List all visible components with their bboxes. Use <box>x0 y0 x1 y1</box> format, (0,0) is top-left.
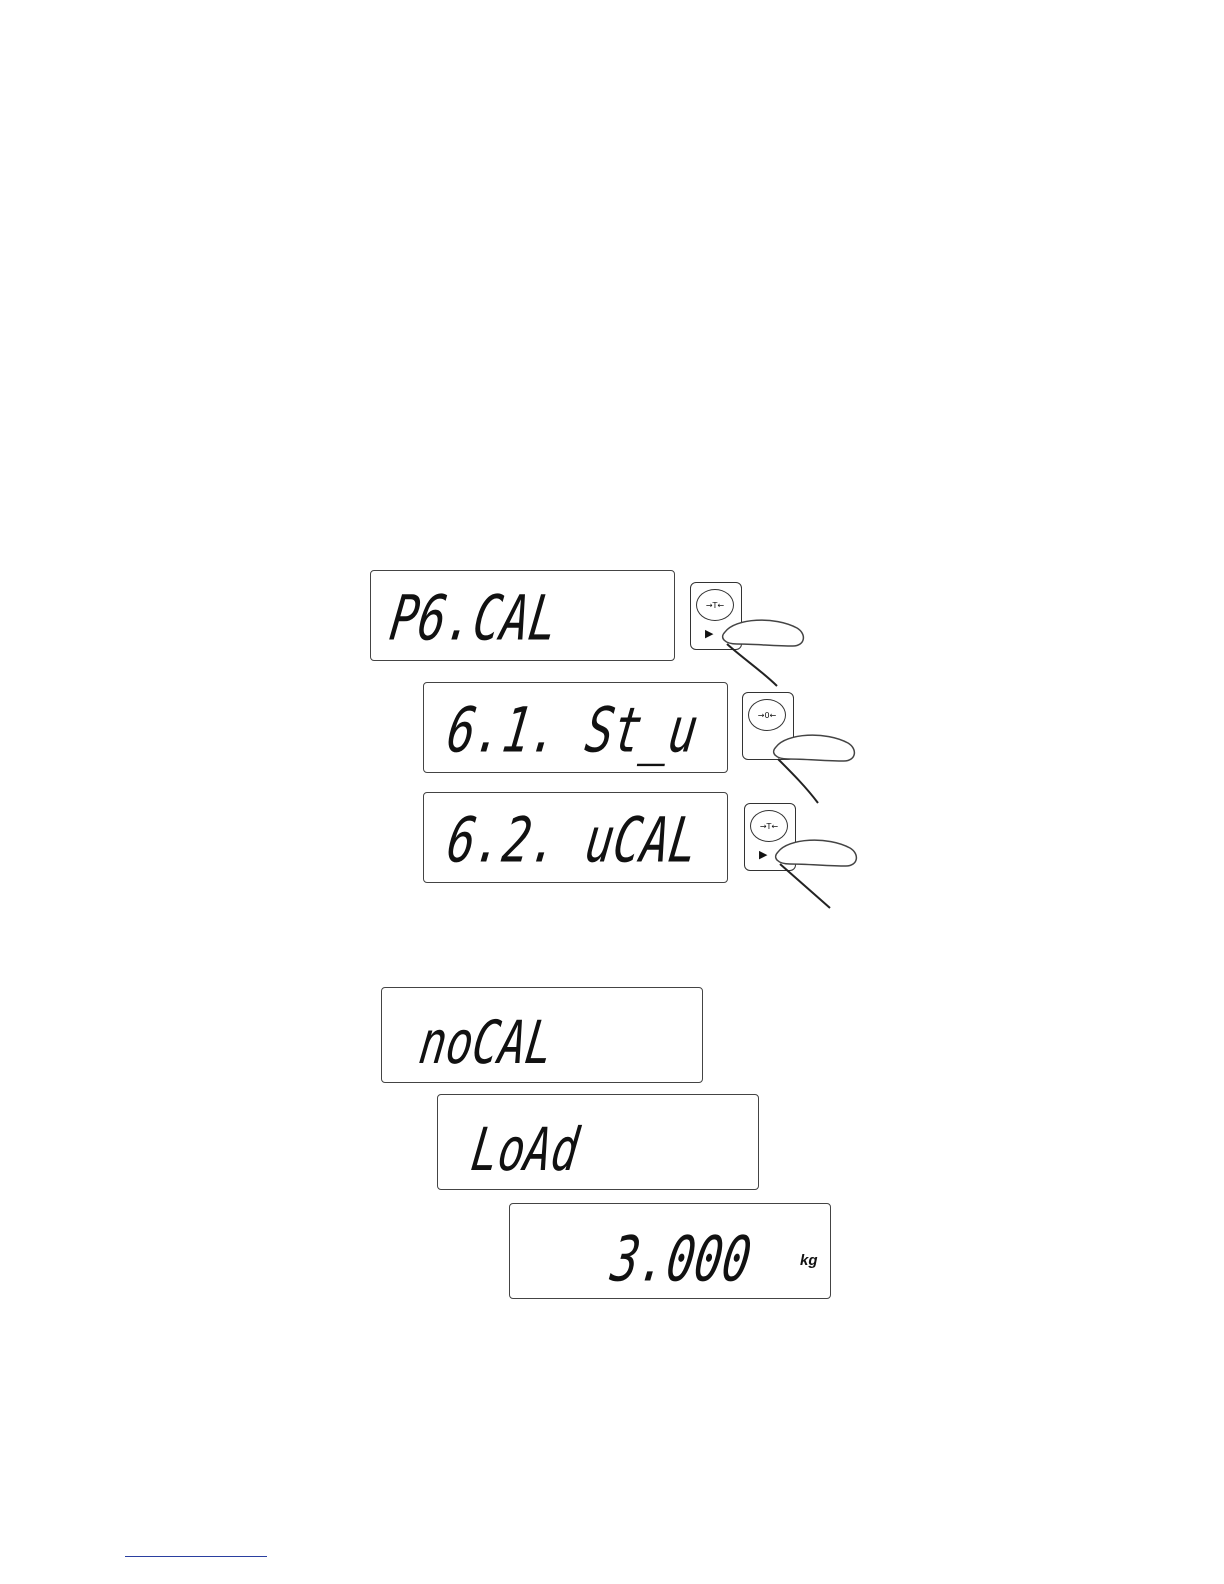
right-arrow-icon: ▶ <box>759 848 767 861</box>
lcd-display-load: LoAd <box>437 1094 759 1190</box>
lcd-display-mass: 3.000 kg <box>509 1203 831 1299</box>
display-text: 6.2. uCAL <box>444 809 702 871</box>
right-arrow-icon: ▶ <box>705 627 713 640</box>
display-text: noCAL <box>416 1014 557 1073</box>
lcd-display-p6-cal: P6.CAL <box>370 570 675 661</box>
footnote-separator <box>125 1556 267 1557</box>
lcd-display-nocal: noCAL <box>381 987 703 1083</box>
finger-icon <box>768 830 878 910</box>
unit-label: kg <box>800 1252 818 1269</box>
display-text: 6.1. St_u <box>444 699 702 761</box>
mass-readout: 3.000 <box>608 1228 755 1290</box>
finger-icon <box>715 610 825 690</box>
finger-icon <box>766 725 876 805</box>
display-text: LoAd <box>468 1121 582 1180</box>
display-text: P6.CAL <box>387 587 562 649</box>
lcd-display-6-2-ucal: 6.2. uCAL <box>423 792 728 883</box>
lcd-display-6-1-st-u: 6.1. St_u <box>423 682 728 773</box>
